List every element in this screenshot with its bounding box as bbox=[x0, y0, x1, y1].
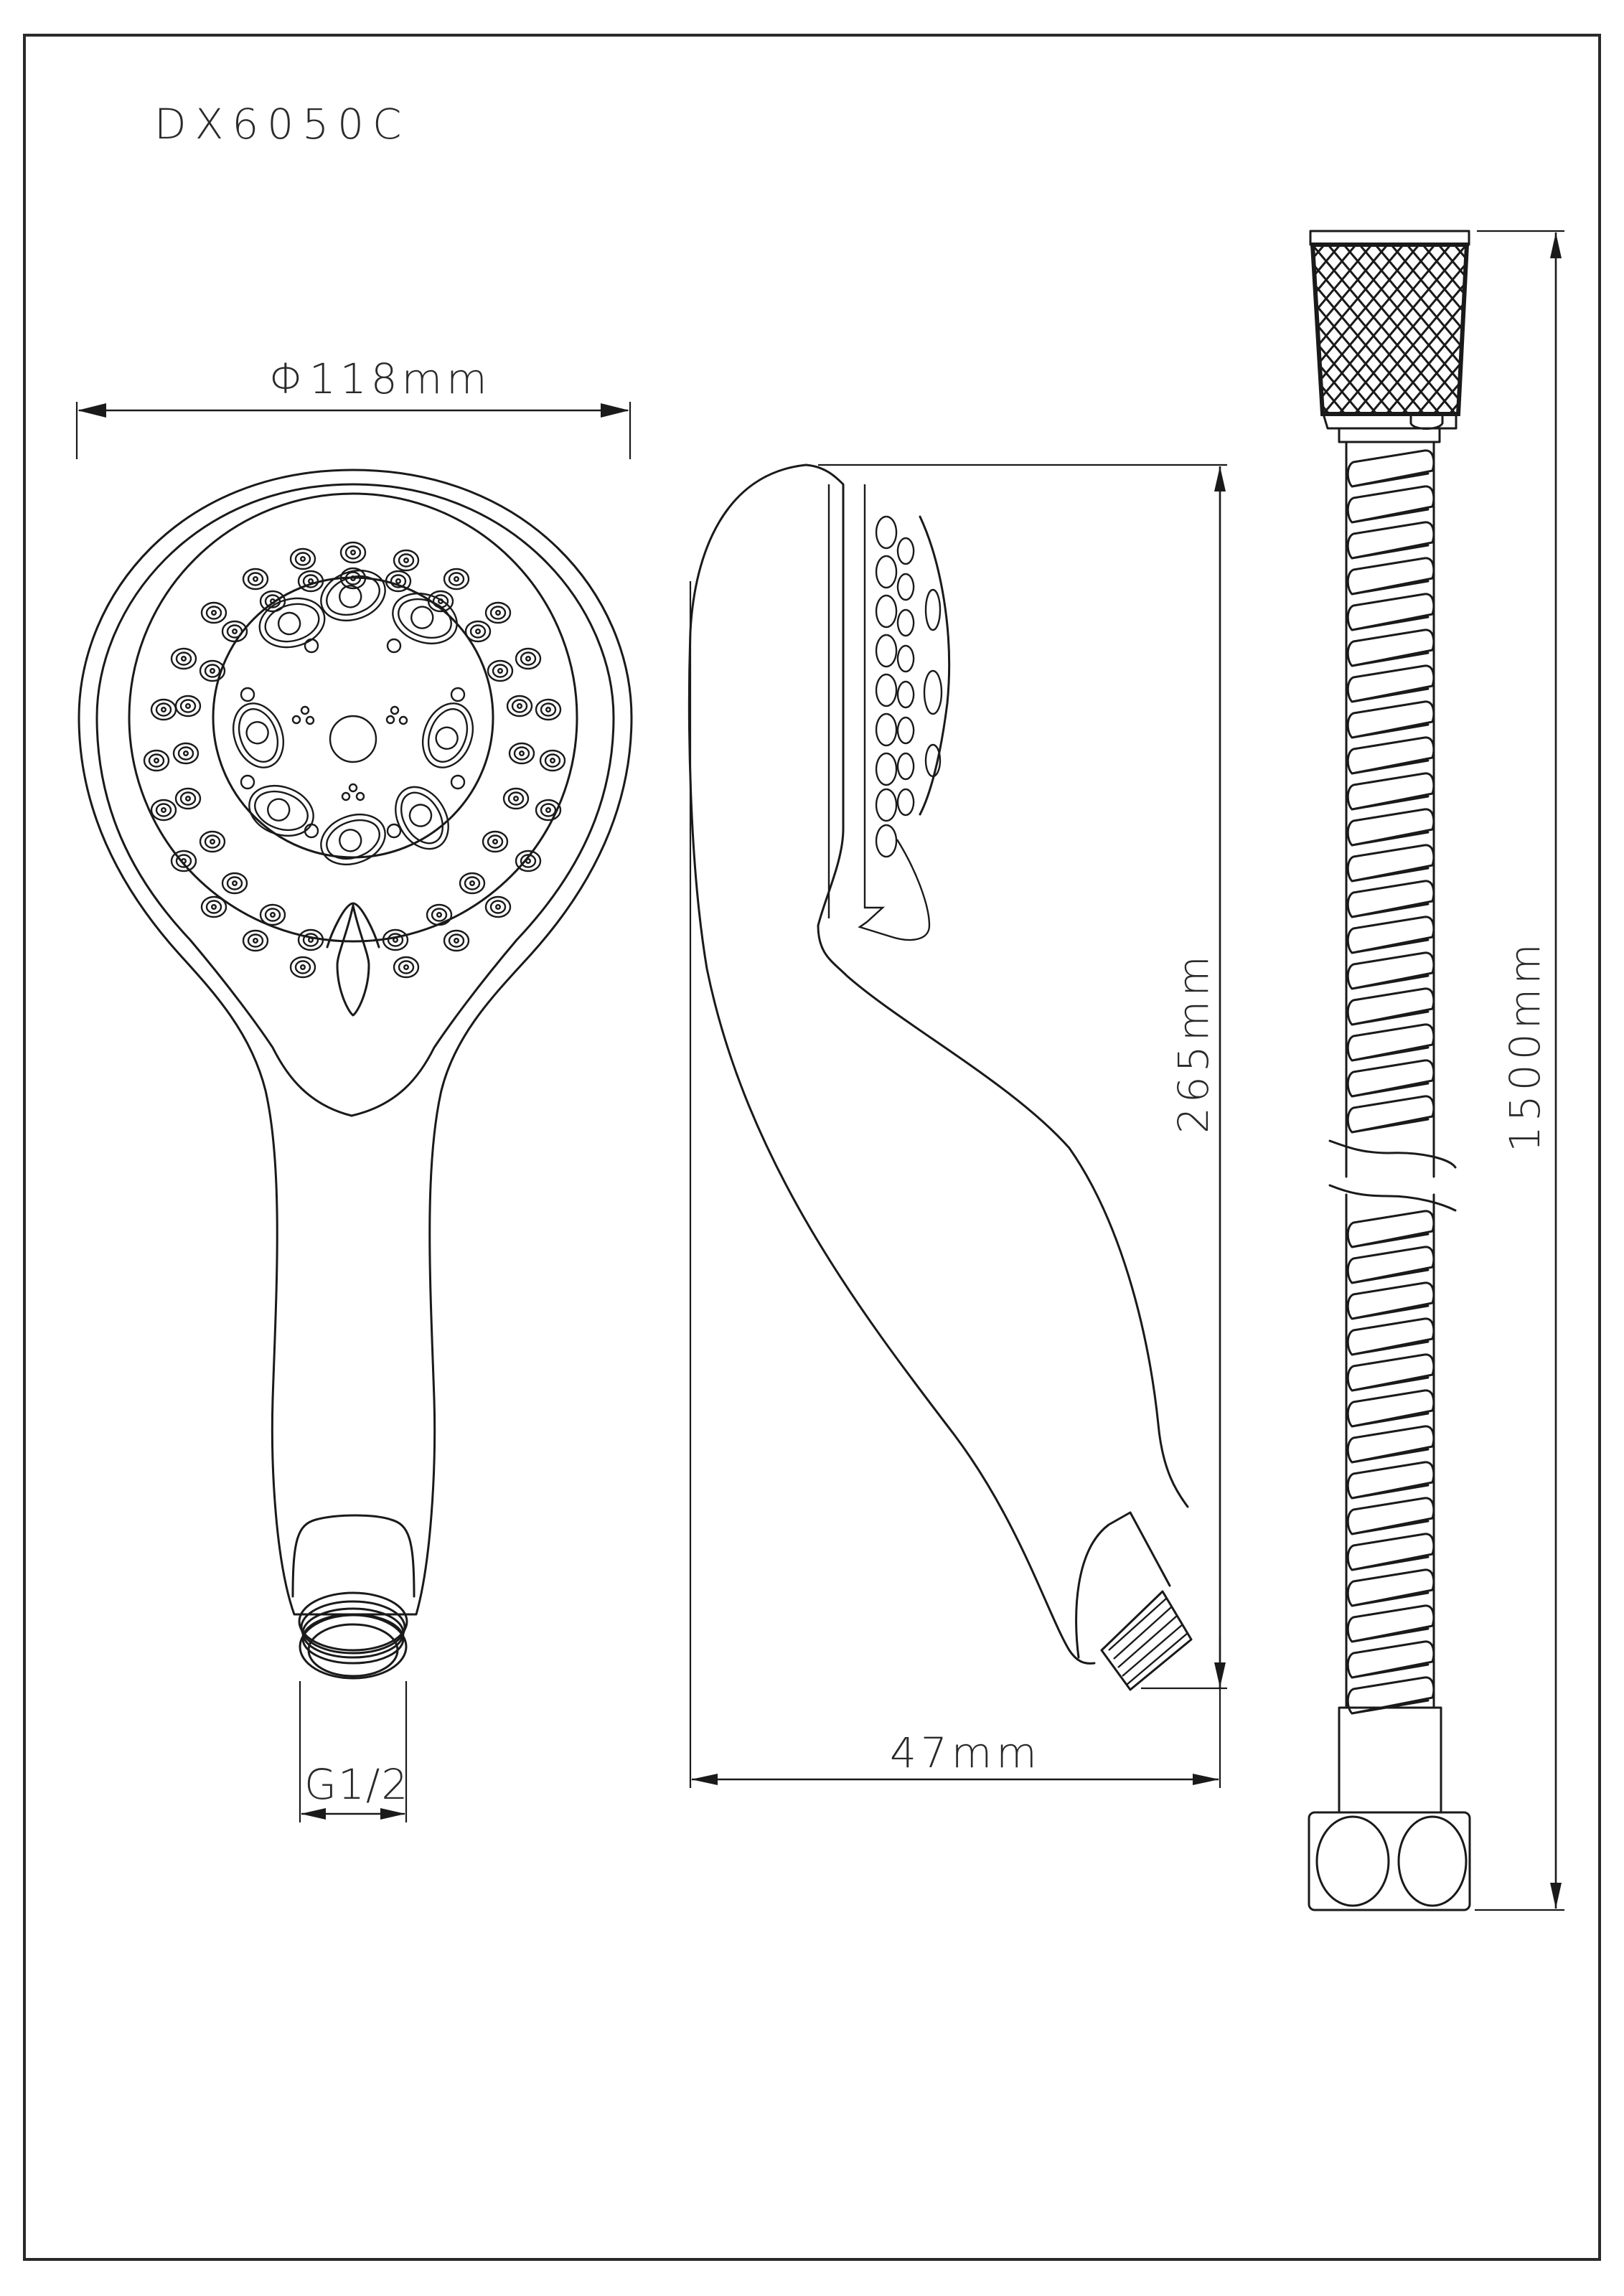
arrow-right-icon bbox=[601, 403, 629, 418]
spray-selector-lever bbox=[326, 902, 380, 1017]
thread-label: G1/2 bbox=[304, 1760, 409, 1809]
hose-nut bbox=[1308, 1811, 1471, 1911]
front-view: Φ118mm bbox=[75, 354, 633, 1822]
depth-dimension: 47mm bbox=[689, 581, 1221, 1788]
center-hub bbox=[329, 715, 377, 763]
hose-view: 1500mm bbox=[1308, 230, 1564, 1911]
side-nozzles bbox=[875, 515, 951, 858]
hose-length-dimension: 1500mm bbox=[1475, 230, 1564, 1911]
hose-cone-knurl bbox=[1310, 243, 1470, 416]
depth-label: 47mm bbox=[890, 1728, 1041, 1777]
shower-head-inner-outline bbox=[95, 483, 615, 1117]
hose-length-label: 1500mm bbox=[1501, 939, 1549, 1152]
height-label: 265mm bbox=[1169, 951, 1218, 1134]
arrow-left-icon bbox=[78, 403, 106, 418]
diameter-dimension: Φ118mm bbox=[75, 354, 632, 459]
height-dimension: 265mm bbox=[818, 464, 1227, 1690]
hose-break-mark bbox=[1328, 1139, 1457, 1212]
hose-ferrule bbox=[1338, 1706, 1442, 1814]
side-connector bbox=[1075, 1511, 1193, 1691]
side-face-plate bbox=[804, 464, 1189, 1508]
model-number: DX6050C bbox=[154, 100, 410, 149]
diameter-label: Φ118mm bbox=[269, 354, 492, 403]
hose-coils-upper bbox=[1345, 441, 1435, 1178]
center-jets bbox=[240, 638, 466, 839]
drawing-frame bbox=[23, 34, 1601, 2261]
thread-dimension: G1/2 bbox=[299, 1681, 409, 1822]
shower-head-outer-outline bbox=[78, 469, 633, 1616]
front-connector bbox=[291, 1514, 416, 1680]
hose-coils-lower bbox=[1345, 1193, 1435, 1715]
side-body-outline bbox=[687, 464, 1096, 1665]
spray-face-outer-ring bbox=[128, 492, 578, 943]
side-view: 265mm 47mm bbox=[687, 464, 1227, 1788]
